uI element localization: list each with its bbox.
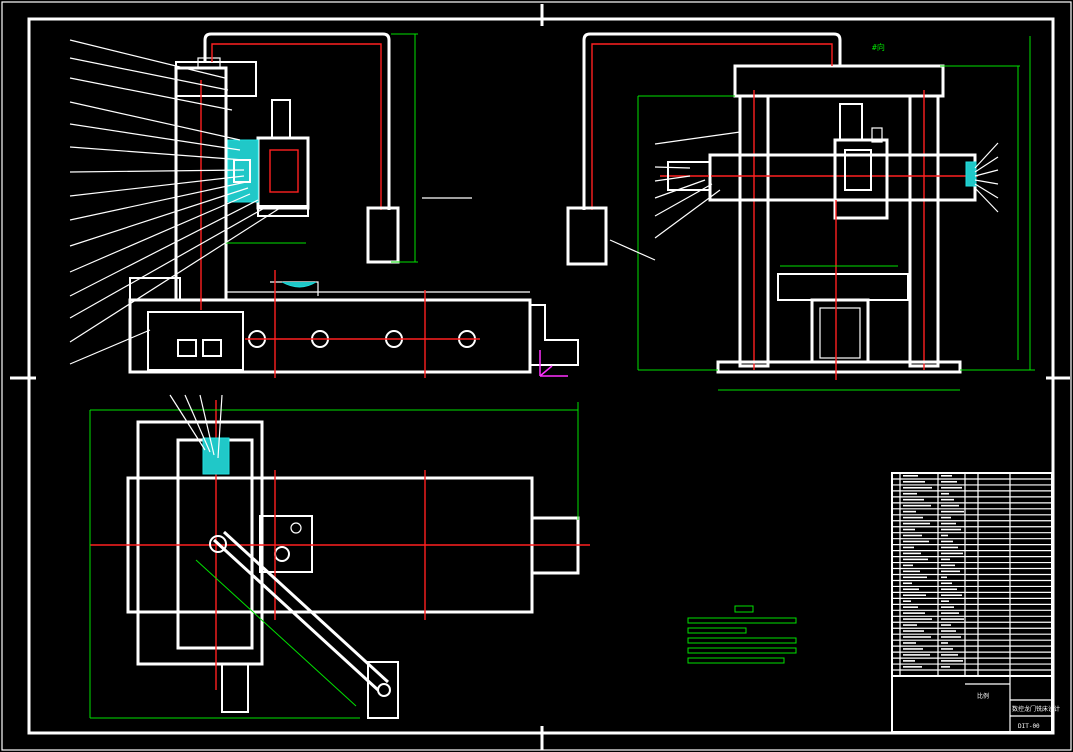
parts-list-cell-mark: [941, 486, 962, 489]
parts-list-cell-mark: [941, 498, 954, 501]
drawing-number: DIT-00: [1018, 723, 1040, 730]
parts-list-cell-mark: [941, 534, 948, 537]
parts-list-cell-mark: [903, 630, 924, 632]
parts-list-cell-mark: [941, 648, 953, 650]
top-view: [89, 394, 590, 719]
parts-list-cell-mark: [903, 576, 927, 579]
parts-list-cell-mark: [903, 522, 930, 525]
parts-list-cell-mark: [941, 594, 962, 597]
parts-list-cell-mark: [903, 564, 913, 567]
front-view: [128, 32, 579, 378]
parts-list-cell-mark: [941, 666, 950, 668]
parts-list-cell-mark: [903, 540, 929, 543]
parts-list-cell-mark: [941, 552, 963, 555]
parts-list-table: [891, 472, 1053, 677]
drawing-title: 数控龙门铣床设计: [1012, 705, 1060, 713]
front-view-leaders: [69, 39, 281, 365]
parts-list-cell-mark: [941, 558, 950, 561]
parts-list-cell-mark: [941, 528, 961, 531]
parts-list-cell-mark: [941, 475, 952, 477]
parts-list-cell-mark: [903, 588, 919, 591]
parts-list-cell-mark: [903, 648, 923, 650]
parts-list-cell-mark: [941, 600, 949, 602]
parts-list-cell-mark: [903, 606, 918, 608]
parts-list-cell-mark: [941, 576, 947, 579]
parts-list-cell-mark: [903, 582, 912, 585]
parts-list-cell-mark: [903, 600, 911, 602]
parts-list-cell-mark: [903, 660, 915, 662]
direction-note: #向: [872, 42, 885, 52]
parts-list-cell-mark: [941, 492, 949, 495]
parts-list-cell-mark: [941, 654, 958, 656]
title-block: 比例 数控龙门铣床设计 DIT-00: [891, 675, 1060, 733]
parts-list-cell-mark: [941, 660, 963, 662]
technical-notes: [687, 605, 797, 664]
parts-list-cell-mark: [903, 558, 928, 561]
parts-list-cell-mark: [941, 624, 951, 626]
parts-list-cell-mark: [903, 654, 930, 656]
parts-list-cell-mark: [903, 475, 918, 477]
parts-list-cell-mark: [941, 588, 957, 591]
parts-list-cell-mark: [903, 618, 932, 620]
parts-list-cell-mark: [903, 636, 931, 638]
parts-list-cell-mark: [941, 504, 959, 507]
parts-list-cell-mark: [941, 606, 954, 608]
parts-list-cell-mark: [903, 528, 915, 531]
parts-list-cell-mark: [941, 546, 958, 549]
parts-list-cell-mark: [941, 630, 956, 632]
parts-list-cell-mark: [941, 570, 960, 573]
parts-list-cell-mark: [941, 480, 957, 483]
parts-list-cell-mark: [903, 594, 926, 597]
parts-list-cell-mark: [903, 510, 916, 513]
parts-list-cell-mark: [903, 546, 914, 549]
parts-list-cell-mark: [941, 540, 953, 543]
parts-list-cell-mark: [903, 666, 922, 668]
parts-list-cell-mark: [903, 486, 932, 489]
parts-list-cell-mark: [941, 612, 959, 614]
parts-list-cell-mark: [903, 498, 924, 501]
parts-list-cell-mark: [941, 516, 951, 519]
scale-label: 比例: [977, 692, 989, 700]
parts-list-cell-mark: [941, 618, 964, 620]
parts-list-cell-mark: [903, 492, 917, 495]
parts-list-cell-mark: [941, 636, 961, 638]
parts-list-cell-mark: [903, 534, 922, 537]
parts-list-cell-mark: [941, 582, 952, 585]
parts-list-cell-mark: [903, 516, 923, 519]
parts-list-cell-mark: [903, 570, 920, 573]
parts-list-cell-mark: [941, 510, 964, 513]
parts-list-cell-mark: [903, 480, 925, 483]
parts-list-cell-mark: [903, 624, 917, 626]
parts-list-cell-mark: [903, 642, 916, 644]
parts-list-cell-mark: [941, 522, 956, 525]
parts-list-cell-mark: [941, 642, 948, 644]
parts-list-cell-mark: [903, 504, 931, 507]
side-view: [566, 32, 1035, 391]
parts-list-cell-mark: [903, 552, 921, 555]
parts-list-cell-mark: [903, 612, 925, 614]
parts-list-cell-mark: [941, 564, 955, 567]
